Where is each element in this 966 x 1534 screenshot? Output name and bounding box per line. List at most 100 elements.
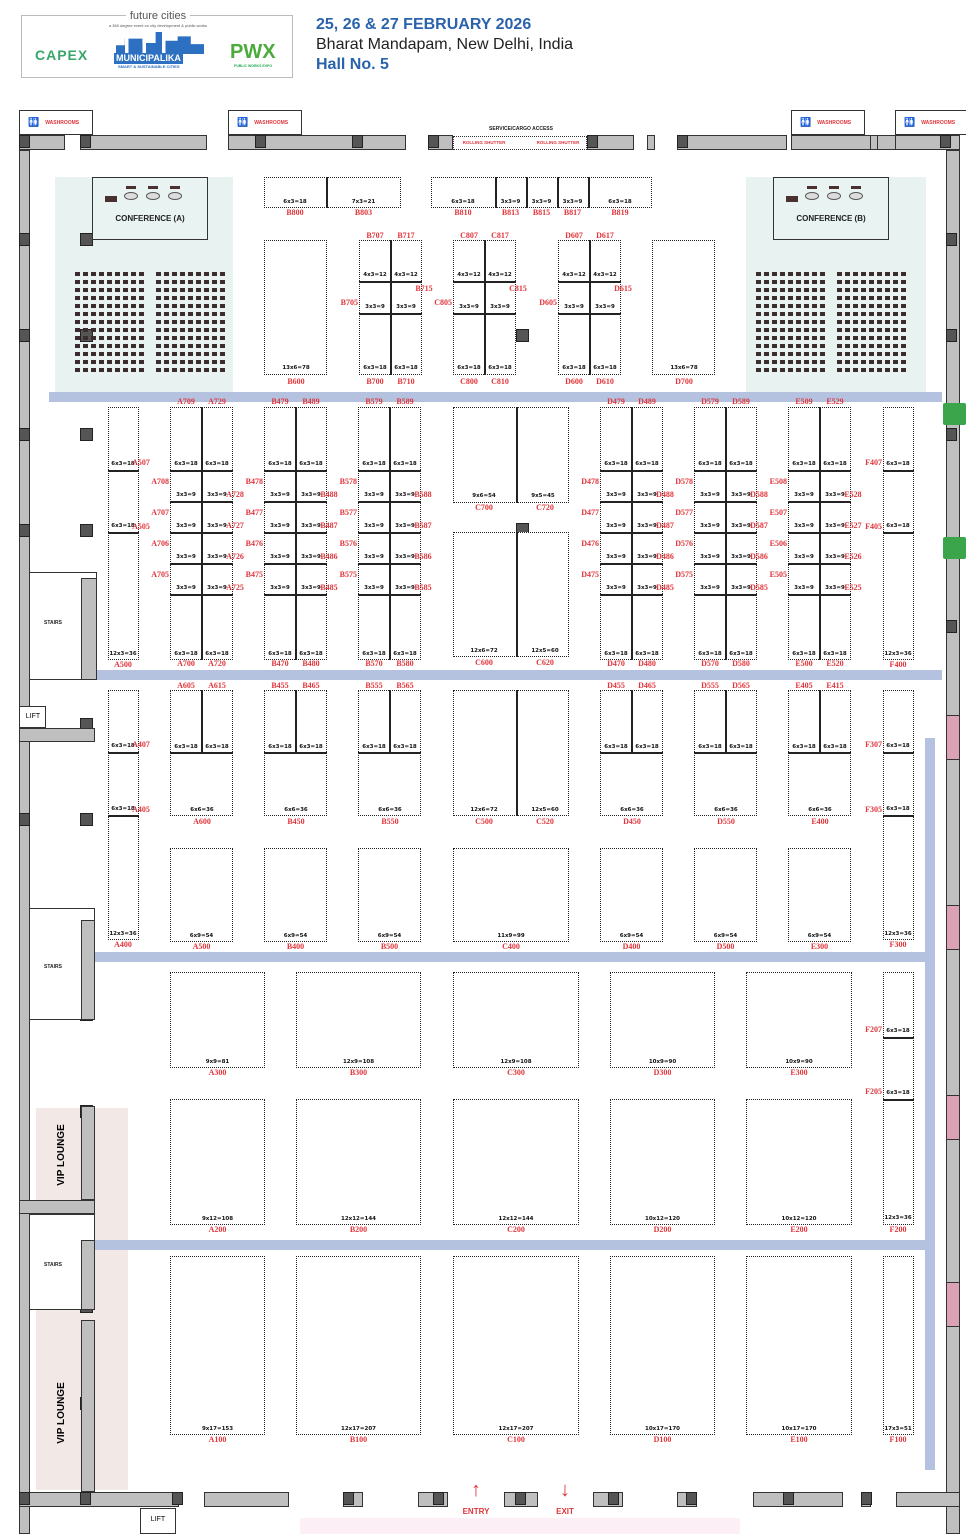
booth-code: B819 <box>611 208 629 217</box>
booth-divider <box>170 501 233 503</box>
booth-code: A707 <box>151 508 169 517</box>
booth-size: 10x17=170 <box>645 1426 680 1432</box>
chairs-icon <box>851 186 861 189</box>
pillar <box>783 1492 794 1505</box>
booth-code: C520 <box>536 817 554 826</box>
pillar <box>19 524 30 537</box>
booth-divider <box>201 407 203 660</box>
pillar <box>80 428 93 441</box>
booth-size: 3x3=9 <box>825 585 845 591</box>
booth-code: B576 <box>339 539 357 548</box>
booth-divider <box>883 1037 914 1039</box>
aisle <box>925 738 935 1470</box>
wall <box>753 1492 843 1507</box>
booth-code: D489 <box>638 397 656 406</box>
pillar <box>352 135 363 148</box>
municipalika-logo: MUNICIPALIKA <box>114 53 183 64</box>
seating-icon <box>756 272 828 375</box>
booth-code: B100 <box>349 1435 368 1444</box>
booth-size: 3x3=9 <box>731 492 751 498</box>
booth-size: 6x3=18 <box>268 744 292 750</box>
booth-size: 12x3=36 <box>884 651 912 657</box>
booth-divider <box>170 594 233 596</box>
chairs-icon <box>807 186 817 189</box>
booth <box>610 1099 715 1225</box>
booth-size: 3x3=9 <box>270 492 290 498</box>
booth-size: 6x3=18 <box>792 651 816 657</box>
booth-strip <box>431 177 652 208</box>
booth-code: A505 <box>132 522 150 531</box>
event-venue: Bharat Mandapam, New Delhi, India <box>316 36 574 53</box>
booth-size: 3x3=9 <box>176 523 196 529</box>
booth-size: 3x3=9 <box>270 585 290 591</box>
booth-size: 3x3=9 <box>364 554 384 560</box>
booth-code: E526 <box>844 552 862 561</box>
aisle <box>95 952 925 962</box>
pillar <box>19 428 30 441</box>
booth-code: D488 <box>656 490 674 499</box>
booth-size: 6x3=18 <box>174 651 198 657</box>
booth-divider <box>389 407 391 660</box>
booth-code: B815 <box>532 208 551 217</box>
booth-code: D479 <box>607 397 625 406</box>
booth-size: 3x3=9 <box>794 554 814 560</box>
booth-size: 3x3=9 <box>606 492 626 498</box>
seating-icon <box>837 272 909 375</box>
booth-size: 3x3=9 <box>794 585 814 591</box>
booth-size: 6x3=18 <box>362 744 386 750</box>
booth-size: 6x3=18 <box>283 199 307 205</box>
booth-size: 3x3=9 <box>176 585 196 591</box>
booth-divider <box>453 313 516 315</box>
booth <box>296 1099 421 1225</box>
booth <box>453 407 569 503</box>
booth-size: 6x3=18 <box>886 1090 910 1096</box>
booth-size: 3x3=9 <box>637 523 657 529</box>
booth-size: 6x9=54 <box>189 933 214 939</box>
booth-code: E507 <box>769 508 787 517</box>
booth-divider <box>788 594 851 596</box>
booth-code: D600 <box>565 377 583 386</box>
booth-divider <box>170 470 233 472</box>
booth-code: B700 <box>366 377 384 386</box>
booth-divider <box>170 563 233 565</box>
booth-divider <box>883 470 914 472</box>
booth-size: 3x3=9 <box>825 492 845 498</box>
table-icon <box>168 192 182 200</box>
pillar <box>516 329 529 342</box>
booth-size: 6x6=36 <box>714 807 738 813</box>
pillar <box>428 135 439 148</box>
booth-code: A725 <box>226 583 244 592</box>
booth-code: D450 <box>623 817 641 826</box>
booth-divider <box>557 177 559 208</box>
booth-divider <box>264 594 327 596</box>
booth-size: 6x3=18 <box>488 365 512 371</box>
booth-code: B588 <box>414 490 432 499</box>
washroom-sign: 🚻WASHROOMS <box>228 110 302 135</box>
booth-size: 6x9=54 <box>377 933 402 939</box>
booth-size: 9x6=54 <box>472 493 496 499</box>
lift <box>19 706 46 728</box>
booth-code: B587 <box>414 521 432 530</box>
booth-column <box>883 972 914 1225</box>
booth-divider <box>108 752 139 754</box>
booth-divider <box>526 177 528 208</box>
booth-size: 3x3=9 <box>301 523 321 529</box>
booth-size: 3x3=9 <box>364 523 384 529</box>
table-icon <box>805 192 819 200</box>
pillar <box>19 813 30 826</box>
booth-code: F307 <box>865 740 882 749</box>
booth-size: 3x3=9 <box>396 304 416 310</box>
booth-divider <box>516 532 518 657</box>
booth-size: 6x3=18 <box>205 744 229 750</box>
booth-code: B717 <box>397 231 415 240</box>
booth-column <box>883 407 914 660</box>
booth-code: D579 <box>701 397 719 406</box>
booth-code: B480 <box>302 659 320 668</box>
booth-code: F405 <box>865 522 882 531</box>
booth-size: 3x3=9 <box>794 523 814 529</box>
booth-divider <box>390 240 392 375</box>
booth-size: 6x3=18 <box>205 461 229 467</box>
booth-code: D400 <box>622 942 641 951</box>
booth-code: F407 <box>865 458 882 467</box>
booth-divider <box>108 470 139 472</box>
